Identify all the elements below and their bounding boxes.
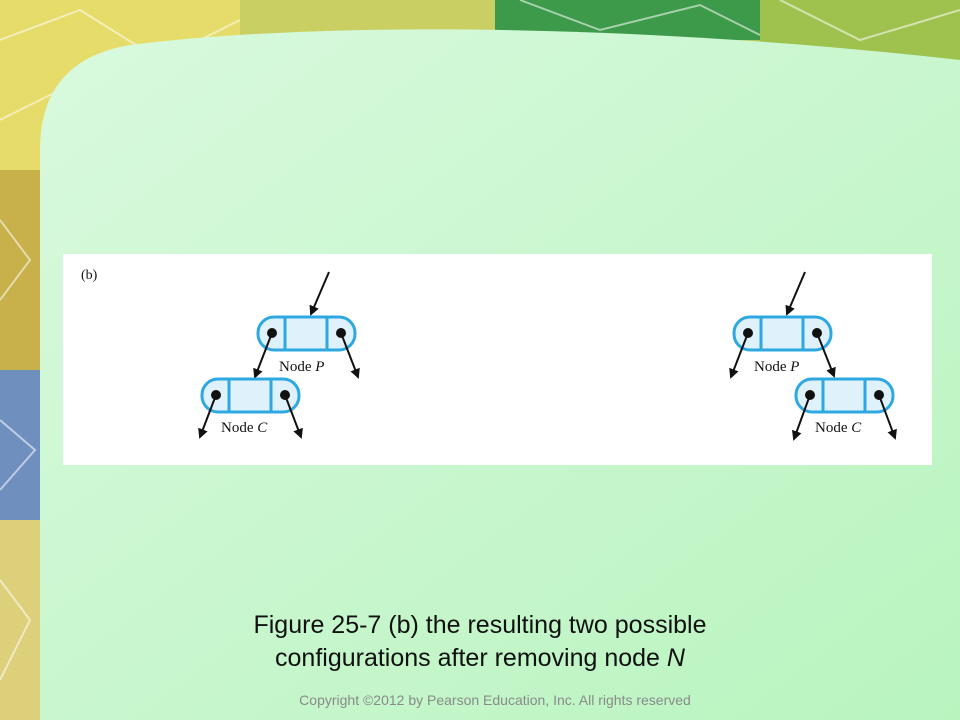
figure-caption: Figure 25-7 (b) the resulting two possib… xyxy=(0,609,960,675)
arrow-c-right xyxy=(284,394,303,439)
node-p xyxy=(256,315,357,352)
caption-line-1: Figure 25-7 (b) the resulting two possib… xyxy=(253,611,707,639)
arrow-p-left xyxy=(729,332,749,379)
arrow-p-right-to-c xyxy=(816,332,836,378)
node-c-label: Node C xyxy=(221,420,268,436)
arrow-c-left xyxy=(792,394,811,441)
arrow-into-node-p xyxy=(785,271,806,316)
arrow-c-right xyxy=(878,394,897,440)
left-configuration: Node P Node C xyxy=(198,271,360,439)
right-configuration: Node P Node C xyxy=(729,271,897,441)
figure-diagram: (b) Node P xyxy=(63,254,932,465)
arrow-p-left-to-c xyxy=(253,332,273,379)
node-c-label: Node C xyxy=(815,420,862,436)
panel-label: (b) xyxy=(81,268,98,283)
node-c xyxy=(200,377,301,414)
arrow-into-node-p xyxy=(309,271,330,316)
node-p-label: Node P xyxy=(754,359,799,375)
copyright-footer: Copyright ©2012 by Pearson Education, In… xyxy=(299,692,691,708)
caption-line-2: configurations after removing node N xyxy=(275,644,685,672)
arrow-c-left xyxy=(198,394,217,439)
node-p-label: Node P xyxy=(279,359,324,375)
node-c xyxy=(794,377,895,414)
arrow-p-right xyxy=(340,332,360,379)
